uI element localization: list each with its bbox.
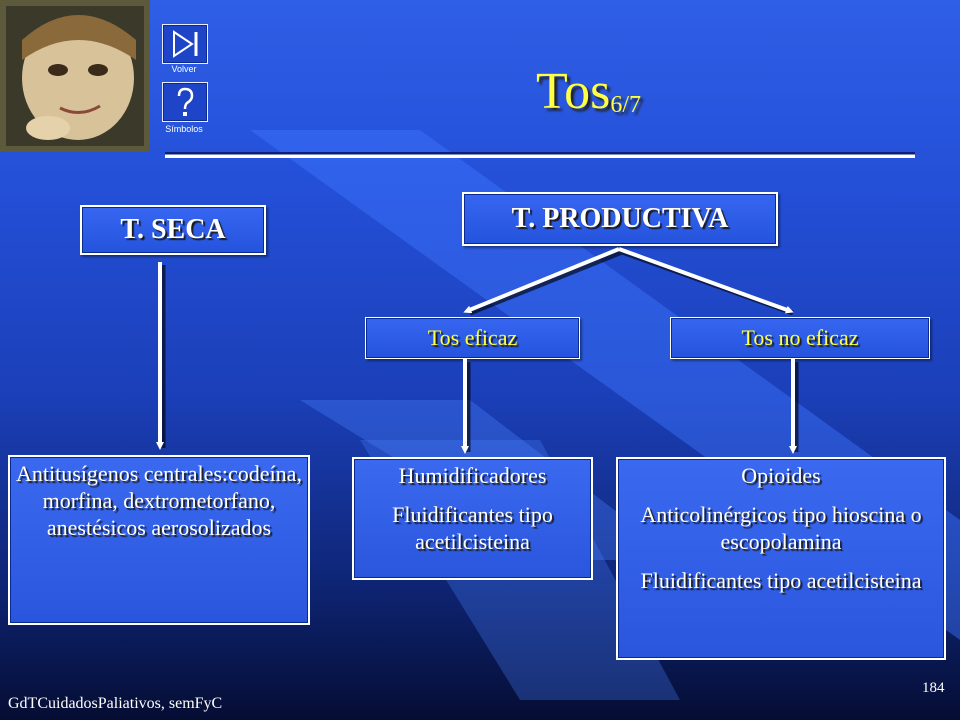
effective-treatment-item: Humidificadores — [398, 463, 547, 488]
node-effective-cough: Tos eficaz — [365, 317, 580, 359]
node-ineffective-cough: Tos no eficaz — [670, 317, 930, 359]
play-forward-icon — [173, 30, 198, 58]
back-button[interactable] — [162, 24, 208, 64]
ineffective-treatment-item: Fluidificantes tipo acetilcisteina — [640, 568, 922, 593]
ineffective-treatment-box: Opioides Anticolinérgicos tipo hioscina … — [616, 457, 946, 660]
question-mark-icon — [177, 87, 194, 116]
dry-treatment-box: Antitusígenos centrales:codeína, morfina… — [8, 455, 310, 625]
title-underline — [165, 152, 915, 158]
slide-title: Tos6/7 — [536, 62, 641, 121]
dry-treatment-text: Antitusígenos centrales:codeína, morfina… — [16, 461, 302, 540]
symbols-label: Símbolos — [165, 124, 203, 134]
ineffective-treatment-item: Opioides — [741, 463, 821, 488]
effective-treatment-item: Fluidificantes tipo acetilcisteina — [392, 502, 553, 554]
node-dry-cough: T. SECA — [80, 205, 266, 255]
back-label: Volver — [171, 64, 197, 74]
title-subscript: 6/7 — [610, 92, 642, 118]
symbols-button[interactable] — [162, 82, 208, 122]
effective-treatment-box: Humidificadores Fluidificantes tipo acet… — [352, 457, 593, 580]
page-number: 184 — [922, 680, 945, 696]
portrait-image — [0, 0, 150, 152]
footer-credit: GdTCuidadosPaliativos, semFyC — [8, 695, 223, 712]
node-productive-cough: T. PRODUCTIVA — [462, 192, 778, 246]
title-main: Tos — [536, 63, 611, 120]
ineffective-treatment-item: Anticolinérgicos tipo hioscina o escopol… — [640, 502, 922, 554]
